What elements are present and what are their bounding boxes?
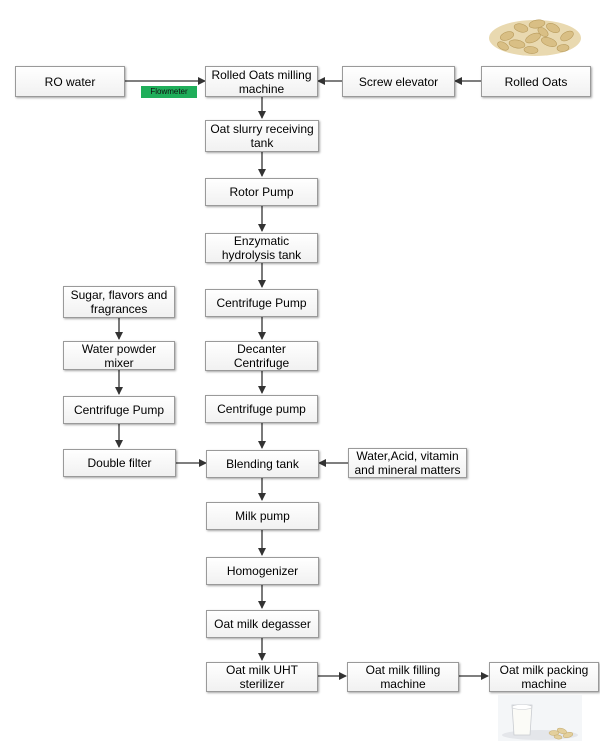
filling-machine-node: Oat milk filling machine: [347, 662, 459, 692]
centrifuge-pump-left-node: Centrifuge Pump: [63, 396, 175, 424]
slurry-tank-node: Oat slurry receiving tank: [205, 120, 319, 152]
oat-milk-glass-photo-icon: [498, 695, 582, 741]
packing-machine-node: Oat milk packing machine: [489, 662, 599, 692]
uht-sterilizer-node: Oat milk UHT sterilizer: [206, 662, 318, 692]
degasser-node: Oat milk degasser: [206, 610, 319, 638]
water-acid-node: Water,Acid, vitamin and mineral matters: [348, 448, 467, 478]
centrifuge-pump-2-node: Centrifuge pump: [205, 395, 318, 423]
homogenizer-node: Homogenizer: [206, 557, 319, 585]
screw-elevator-node: Screw elevator: [342, 66, 455, 97]
centrifuge-pump-node: Centrifuge Pump: [205, 289, 318, 317]
rotor-pump-node: Rotor Pump: [205, 178, 318, 206]
double-filter-node: Double filter: [63, 449, 176, 477]
milling-machine-node: Rolled Oats milling machine: [205, 66, 318, 97]
rolled-oats-node: Rolled Oats: [481, 66, 591, 97]
milk-pump-node: Milk pump: [206, 502, 319, 530]
decanter-centrifuge-node: Decanter Centrifuge: [205, 341, 318, 371]
flowmeter-label: Flowmeter: [141, 86, 197, 98]
blending-tank-node: Blending tank: [206, 450, 319, 478]
rolled-oats-photo-icon: [489, 19, 581, 56]
ro-water-node: RO water: [15, 66, 125, 97]
water-powder-mixer-node: Water powder mixer: [63, 341, 175, 370]
sugar-flavors-node: Sugar, flavors and fragrances: [63, 286, 175, 318]
enzymatic-tank-node: Enzymatic hydrolysis tank: [205, 233, 318, 263]
